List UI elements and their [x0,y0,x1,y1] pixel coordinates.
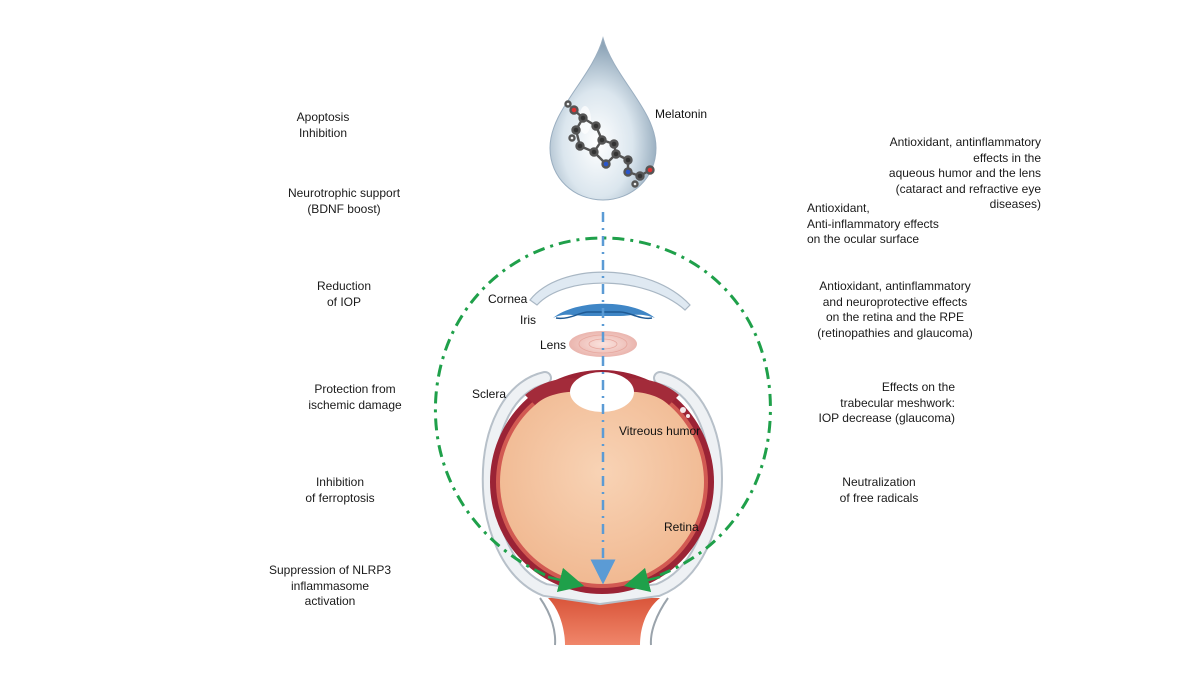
lens-label: Lens [540,338,567,352]
right-effect-aqueous-lens: Antioxidant, antinflammatory effects in … [888,135,1041,211]
sclera-label: Sclera [472,387,507,401]
left-effect-apoptosis-inhibition: Apoptosis Inhibition [296,110,350,140]
green-arrow-left [547,567,585,593]
melatonin-molecule-icon [564,100,655,188]
optic-nerve [539,597,669,646]
left-effect-iop-reduction: Reduction of IOP [316,279,372,309]
melatonin-label: Melatonin [655,107,708,121]
right-effect-trabecular-meshwork: Effects on the trabecular meshwork: IOP … [818,380,955,425]
right-effect-ocular-surface: Antioxidant, Anti-inflammatory effects o… [807,201,939,246]
left-effect-nlrp3-suppression: Suppression of NLRP3 inflammasome activa… [268,563,392,608]
left-effect-neurotrophic-support: Neurotrophic support (BDNF boost) [287,186,401,216]
green-arrow-right [623,567,661,593]
retina-label: Retina [664,520,699,534]
cornea-label: Cornea [488,292,528,306]
lens-cavity [570,372,634,412]
left-effect-ischemic-protection: Protection from ischemic damage [308,382,402,412]
right-effect-free-radicals: Neutralization of free radicals [839,475,919,505]
vitreous-humor-label: Vitreous humor [619,424,701,438]
right-effect-retina-rpe: Antioxidant, antinflammatory and neuropr… [817,279,973,340]
left-effect-ferroptosis-inhibition: Inhibition of ferroptosis [305,475,375,505]
iris-label: Iris [520,313,536,327]
cornea [529,271,691,311]
